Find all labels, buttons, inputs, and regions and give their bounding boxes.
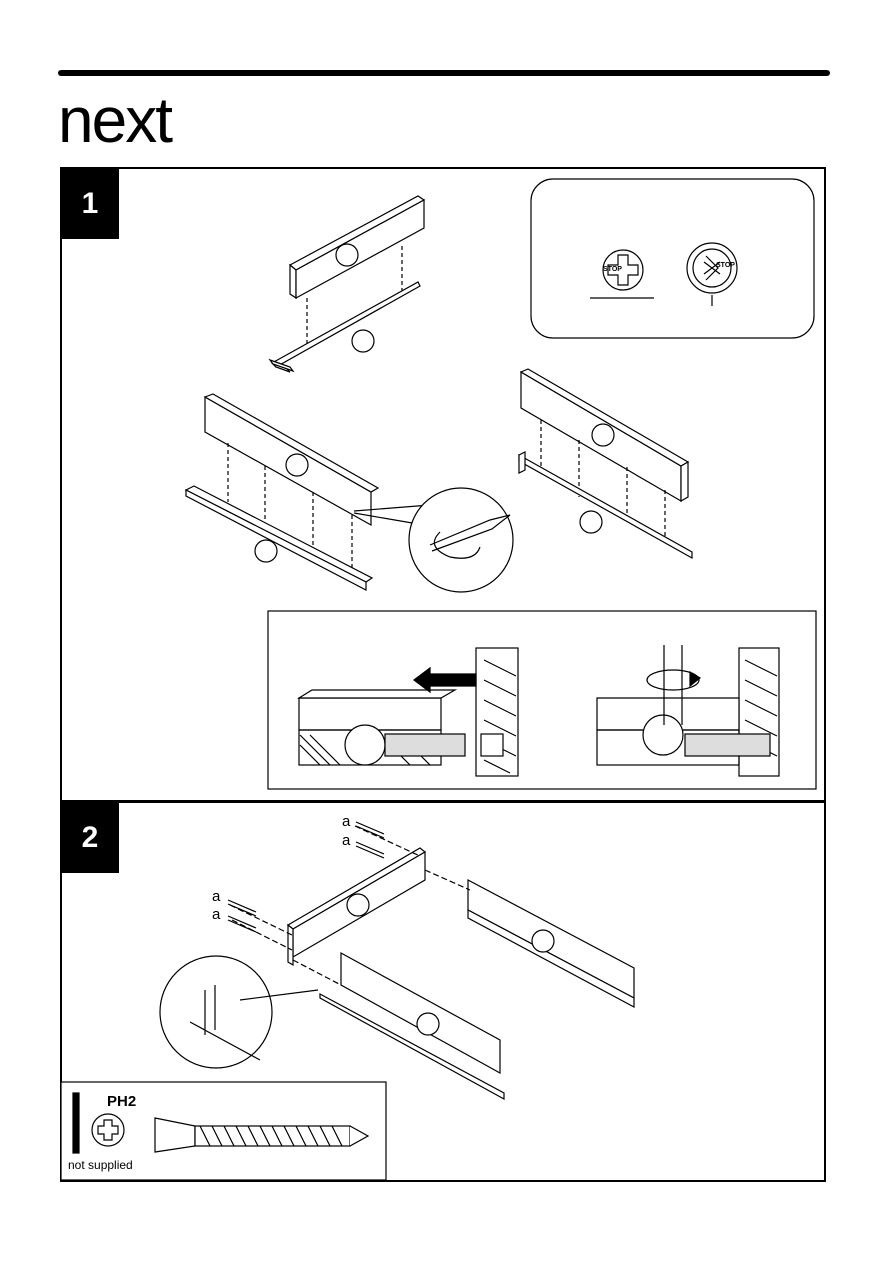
cam-lock-detail: [531, 179, 814, 338]
screw-label-a: a: [212, 888, 220, 905]
panel-top-assembly: [270, 196, 424, 372]
screw-label-a: a: [342, 813, 350, 830]
screw-label-a: a: [342, 832, 350, 849]
not-supplied-note: not supplied: [68, 1158, 133, 1172]
bit-size-label: PH2: [107, 1093, 136, 1110]
panel-right-assembly: [519, 369, 692, 558]
panel-left-assembly: [186, 394, 513, 592]
step-2-assembly: [160, 822, 634, 1099]
stop-mark-right: STOP: [716, 262, 735, 269]
cam-lock-instruction: [268, 611, 816, 789]
screw-label-a: a: [212, 906, 220, 923]
stop-mark-left: STOP: [603, 266, 622, 273]
